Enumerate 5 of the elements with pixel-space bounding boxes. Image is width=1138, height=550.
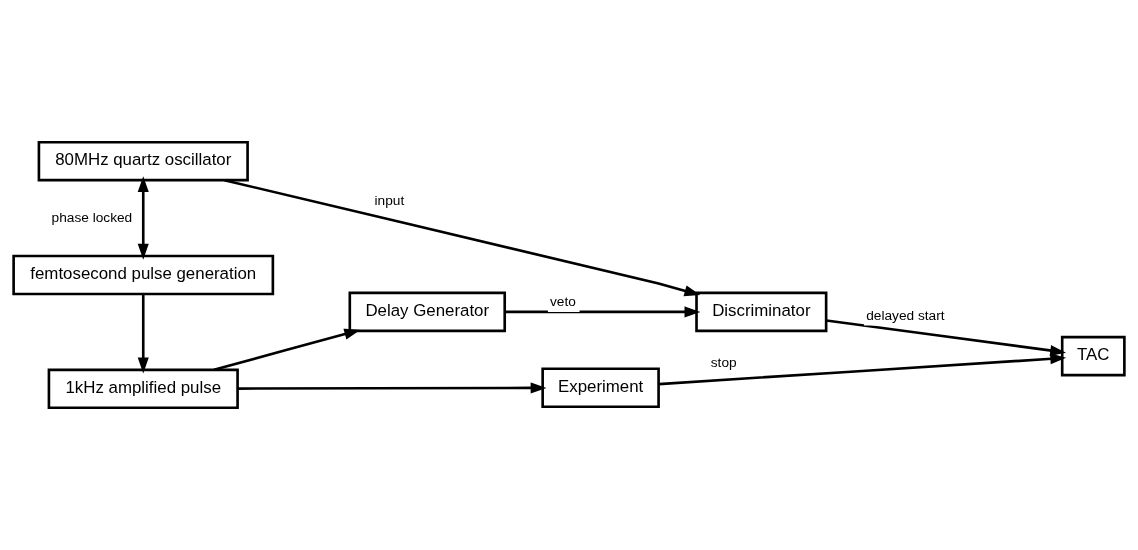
edge-label: input — [374, 192, 405, 208]
edge-label: stop — [710, 355, 737, 371]
edge-label: delayed start — [866, 307, 945, 323]
edge-label: veto — [550, 293, 576, 309]
edge-label: phase locked — [51, 209, 133, 225]
